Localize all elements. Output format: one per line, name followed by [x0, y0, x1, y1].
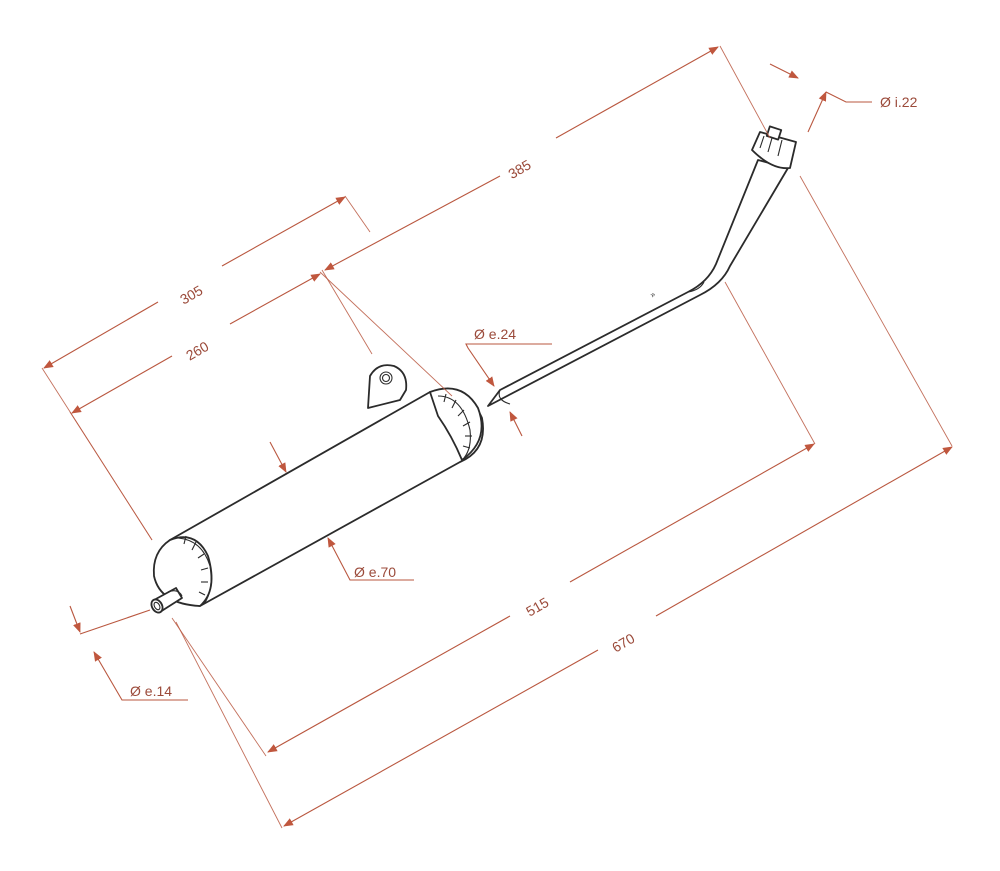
- pipe-outer-diameter-label: Ø e.24: [474, 326, 516, 342]
- dimension-lines: 385 305 260 515 670: [41, 45, 953, 829]
- inlet-clamp-icon: [751, 125, 797, 170]
- dimension-670: 670: [609, 630, 637, 656]
- dimension-305: 305: [177, 282, 205, 308]
- svg-text:»: »: [649, 289, 658, 299]
- dimension-515: 515: [523, 594, 551, 620]
- inlet-pipe: [487, 159, 789, 407]
- muffler-part: »: [150, 125, 797, 614]
- outlet-outer-diameter-label: Ø e.14: [130, 683, 172, 699]
- diameter-callouts: Ø i.22 Ø e.24 Ø e.70 Ø e.14: [69, 63, 918, 701]
- dimension-385: 385: [505, 156, 533, 182]
- inlet-inner-diameter-label: Ø i.22: [880, 94, 918, 110]
- dimension-260: 260: [183, 338, 211, 364]
- mounting-bracket: [367, 364, 408, 409]
- body-outer-diameter-label: Ø e.70: [354, 564, 396, 580]
